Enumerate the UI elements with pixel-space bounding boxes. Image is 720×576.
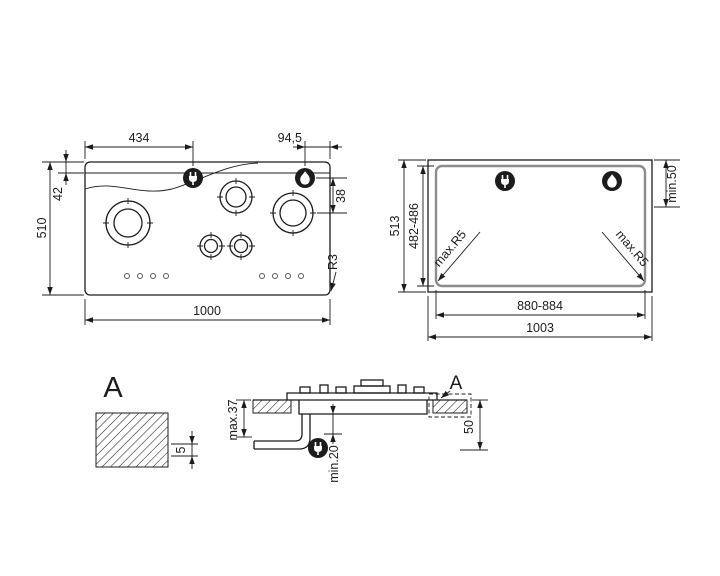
plan-dimensions: 434 94,5 42 510 38 [35,131,348,325]
cutout-view: 513 482-486 min.50 max.R5 max.R5 880-884 [388,159,680,341]
dim-880-884-label: 880-884 [517,299,563,313]
dim-1003-label: 1003 [526,321,554,335]
radius-r3-label: R3 [326,254,340,270]
detail-a-title: A [103,372,123,404]
burner-top-center [217,178,255,216]
detail-hatch-section [95,412,169,468]
hob-outline [84,161,331,296]
plug-icon [182,167,204,189]
cutout-dimensions: 513 482-486 min.50 max.R5 max.R5 880-884 [388,159,680,341]
dim-1000-label: 1000 [193,304,221,318]
burner-small-left [197,232,225,260]
detail-dimensions: 5 [171,431,198,469]
dim-5-label: 5 [174,446,188,453]
burner-small-right [227,232,255,260]
plan-view: 434 94,5 42 510 38 [35,131,348,325]
dim-434-label: 434 [129,131,150,145]
section-a-label: A [450,373,463,394]
control-knobs [124,273,304,279]
cutout-inner-edge [434,164,647,288]
worktop-section-right [432,399,468,414]
dim-510-label: 510 [35,218,49,239]
section-view: A max.37 min.20 50 [226,373,488,483]
hob-section-profile [286,379,438,415]
plug-icon [494,170,516,192]
plug-icon [307,437,329,459]
worktop-section-left [252,399,292,414]
detail-a-marker-box [428,393,472,418]
worktop-cutout-outline [427,159,653,293]
flame-icon [295,168,315,188]
dim-38-label: 38 [334,189,348,203]
burner-right [270,190,316,236]
dim-min50-label: min.50 [665,165,679,203]
dim-94-5-label: 94,5 [278,131,302,145]
flame-icon [602,171,622,191]
detail-a-view: A 5 [95,372,198,469]
dim-42-label: 42 [51,187,65,201]
section-a-leader [440,390,451,399]
dim-min20-label: min.20 [327,445,341,483]
dim-max37-label: max.37 [226,399,240,440]
gas-pipe [253,414,311,450]
dim-513-label: 513 [388,216,402,237]
break-line [84,162,259,192]
burner-large-left [103,198,153,248]
dim-482-486-label: 482-486 [407,203,421,249]
dim-50-label: 50 [462,420,476,434]
section-dimensions: max.37 min.20 50 [226,399,488,483]
